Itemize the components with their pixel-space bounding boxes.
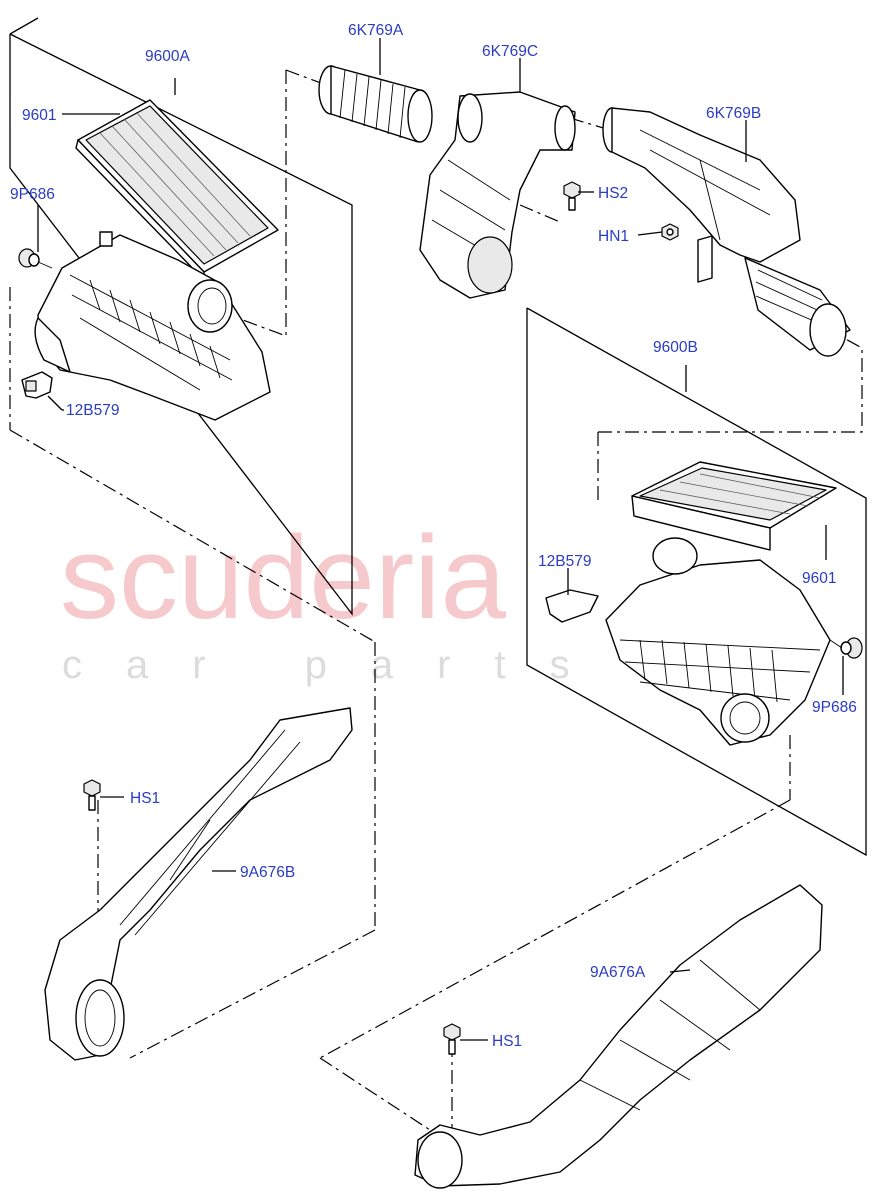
- filter-element-a: [75, 99, 279, 281]
- sensor-a: [21, 371, 53, 399]
- grommet-a: [18, 248, 53, 269]
- grommet-b: [829, 637, 863, 659]
- intake-9a676b: [44, 707, 353, 1061]
- frame-9600b: [526, 307, 867, 857]
- callout-9600a[interactable]: 9600A: [145, 48, 190, 65]
- watermark: scuderia car parts: [60, 512, 614, 687]
- air-cleaner-b: [605, 537, 831, 746]
- nut-hn1: [661, 223, 679, 241]
- screw-hs2: [563, 181, 581, 211]
- watermark-tagline: car parts: [62, 643, 614, 687]
- screw-hs1-right: [443, 1023, 461, 1055]
- callout-labels: 9600A 9601 9P686 12B579 6K769A 6K769C HS…: [10, 22, 857, 1050]
- air-cleaner-a: [34, 231, 271, 421]
- callout-12b579-b[interactable]: 12B579: [538, 553, 591, 570]
- callout-9a676a[interactable]: 9A676A: [590, 964, 646, 981]
- screw-hs1-left: [83, 779, 101, 811]
- filter-element-b: [631, 461, 837, 551]
- callout-9600b[interactable]: 9600B: [653, 339, 698, 356]
- callout-9a676b[interactable]: 9A676B: [240, 864, 295, 881]
- leader-lines: [37, 38, 844, 1041]
- callout-12b579-a[interactable]: 12B579: [66, 402, 119, 419]
- watermark-brand: scuderia: [60, 512, 506, 644]
- callout-hs1-left[interactable]: HS1: [130, 790, 160, 807]
- callout-6k769c[interactable]: 6K769C: [482, 43, 538, 60]
- callout-9p686-a[interactable]: 9P686: [10, 186, 55, 203]
- callout-9p686-b[interactable]: 9P686: [812, 699, 857, 716]
- callout-6k769b[interactable]: 6K769B: [706, 105, 761, 122]
- duct-6k769b: [602, 107, 851, 357]
- callout-9601-a[interactable]: 9601: [22, 107, 56, 124]
- dash-frame-9600b: [319, 324, 863, 1131]
- callout-hs2[interactable]: HS2: [598, 185, 628, 202]
- callout-hs1-right[interactable]: HS1: [492, 1033, 522, 1050]
- callout-hn1[interactable]: HN1: [598, 228, 629, 245]
- hose-6k769a: [318, 65, 433, 143]
- sensor-b: [545, 589, 599, 623]
- frame-9600a: [9, 17, 353, 616]
- callout-6k769a[interactable]: 6K769A: [348, 22, 404, 39]
- callout-9601-b[interactable]: 9601: [802, 570, 836, 587]
- resonator-6k769c: [419, 91, 576, 299]
- intake-9a676a: [414, 884, 823, 1189]
